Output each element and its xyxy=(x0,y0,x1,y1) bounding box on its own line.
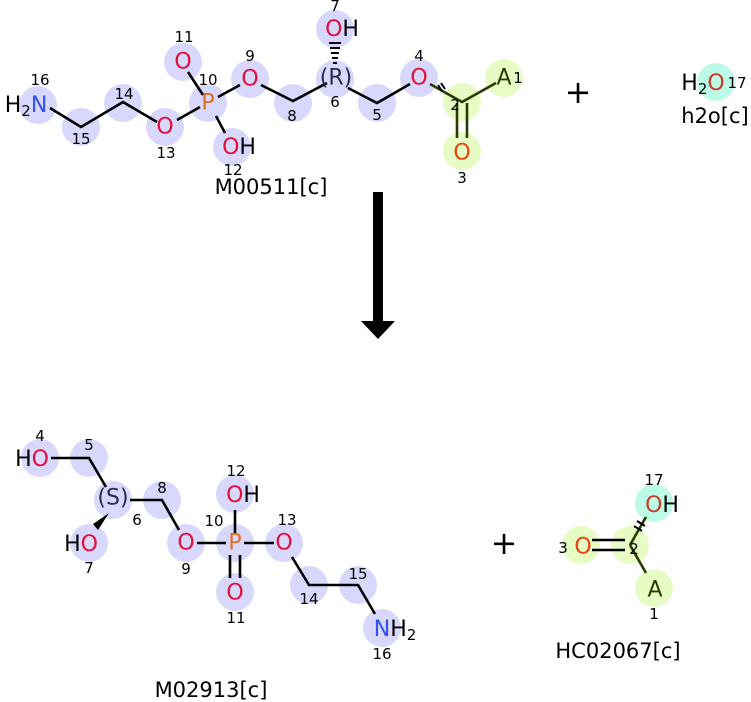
atom-a1: A xyxy=(647,578,662,603)
svg-text:8: 8 xyxy=(157,479,167,497)
atom-o12: OH xyxy=(226,483,260,508)
svg-text:2: 2 xyxy=(629,540,639,558)
svg-text:3: 3 xyxy=(558,539,568,557)
atom-highlights xyxy=(21,439,401,647)
svg-text:4: 4 xyxy=(35,427,45,445)
atom-o9: O xyxy=(241,67,258,92)
svg-text:7: 7 xyxy=(330,0,340,15)
molecule-name: h2o[c] xyxy=(681,104,748,128)
svg-text:1: 1 xyxy=(649,605,659,623)
svg-text:10: 10 xyxy=(204,512,223,530)
stereo-label: (S) xyxy=(97,486,128,511)
svg-text:6: 6 xyxy=(132,511,142,529)
svg-text:14: 14 xyxy=(114,85,133,103)
molecule-m00511: H2N O P O OH O (R) OH O A O 16 15 14 13 … xyxy=(5,0,523,199)
molecule-name: M02913[c] xyxy=(155,678,268,702)
molecule-m02913: HO (S) HO O P OH O O NH2 4 5 6 7 8 9 10 … xyxy=(15,427,416,702)
svg-text:15: 15 xyxy=(348,565,367,583)
svg-text:14: 14 xyxy=(299,590,318,608)
svg-text:1: 1 xyxy=(513,69,523,87)
atom-o3: O xyxy=(453,141,470,166)
hashed-wedge xyxy=(329,42,341,64)
svg-text:11: 11 xyxy=(174,28,193,46)
atom-o17: H2O xyxy=(681,71,724,99)
reaction-arrow xyxy=(361,192,395,339)
svg-text:8: 8 xyxy=(287,107,297,125)
atom-labels: H2N O P O OH O (R) OH O A O xyxy=(5,17,512,166)
atom-a1: A xyxy=(496,66,511,91)
svg-text:16: 16 xyxy=(372,645,391,663)
svg-text:5: 5 xyxy=(372,106,382,124)
svg-text:11: 11 xyxy=(226,609,245,627)
atom-o11: O xyxy=(226,581,243,606)
svg-text:13: 13 xyxy=(277,511,296,529)
atom-o13: O xyxy=(156,115,173,140)
svg-text:4: 4 xyxy=(414,47,424,65)
atom-o4: O xyxy=(410,66,427,91)
atom-o17: OH xyxy=(645,493,679,518)
atom-o13: O xyxy=(275,531,292,556)
stereo-label: (R) xyxy=(320,66,352,91)
molecule-name: HC02067[c] xyxy=(555,639,680,663)
svg-text:9: 9 xyxy=(245,47,255,65)
atom-o7: HO xyxy=(64,532,98,557)
atom-o4: HO xyxy=(15,447,49,472)
atom-p10: P xyxy=(201,91,214,116)
atom-n16: NH2 xyxy=(374,617,417,645)
atom-numbers: 16 15 14 13 10 11 12 9 8 6 7 5 4 2 1 3 xyxy=(30,0,522,187)
atom-p10: P xyxy=(228,531,241,556)
svg-text:13: 13 xyxy=(156,144,175,162)
molecule-h2o: H2O 17 h2o[c] xyxy=(681,63,749,128)
atom-labels: HO (S) HO O P OH O O NH2 xyxy=(15,447,416,645)
svg-text:12: 12 xyxy=(226,462,245,480)
molecule-hc02067: O OH A 3 2 17 1 HC02067[c] xyxy=(555,471,680,663)
atom-o7: OH xyxy=(325,17,359,42)
svg-text:10: 10 xyxy=(198,71,217,89)
bonds xyxy=(51,456,377,615)
atom-o9: O xyxy=(177,531,194,556)
svg-text:12: 12 xyxy=(223,161,242,179)
svg-text:3: 3 xyxy=(457,169,467,187)
svg-text:16: 16 xyxy=(30,71,49,89)
molecule-name: M00511[c] xyxy=(215,175,328,199)
atom-numbers: 4 5 6 7 8 9 10 12 11 13 14 15 16 xyxy=(35,427,391,663)
atom-n16: H2N xyxy=(5,93,48,121)
atom-o12: OH xyxy=(222,135,256,160)
atom-o11: O xyxy=(174,50,191,75)
svg-text:9: 9 xyxy=(181,560,191,578)
plus-sign: + xyxy=(491,524,518,562)
svg-text:6: 6 xyxy=(330,93,340,111)
bonds xyxy=(49,42,497,138)
plus-sign: + xyxy=(565,73,592,111)
svg-text:17: 17 xyxy=(727,74,746,92)
svg-text:2: 2 xyxy=(450,96,460,114)
svg-text:5: 5 xyxy=(84,436,94,454)
atom-o3: O xyxy=(574,535,591,560)
svg-text:17: 17 xyxy=(644,471,663,489)
svg-text:7: 7 xyxy=(84,559,94,577)
svg-text:15: 15 xyxy=(71,130,90,148)
